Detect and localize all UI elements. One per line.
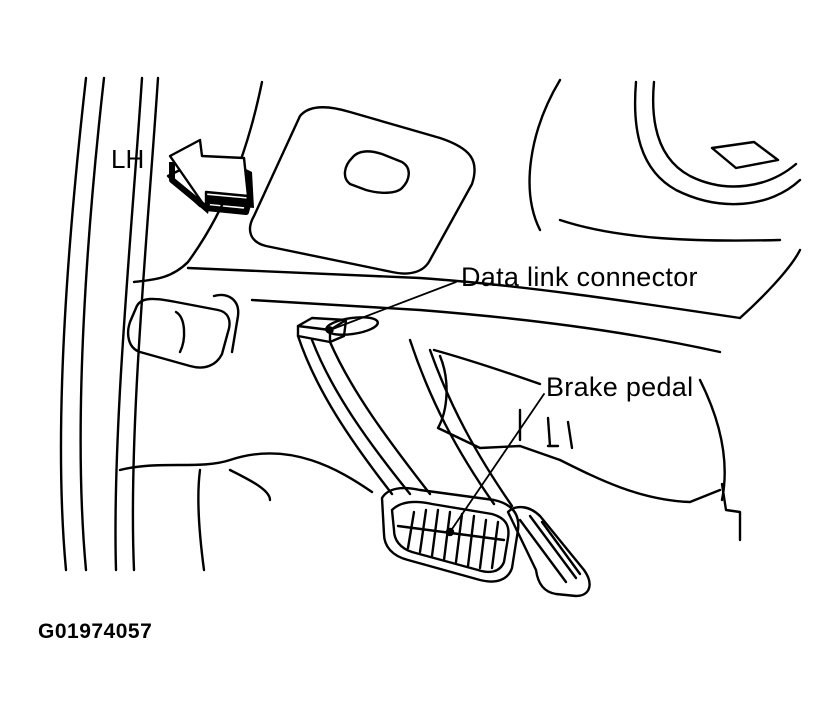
- arrow-up-left-icon: [166, 138, 254, 215]
- floor-area: [118, 348, 742, 572]
- leader-lines: [329, 281, 545, 533]
- data-link-connector: [296, 316, 379, 344]
- brake-pedal-arm: [296, 334, 432, 496]
- dash-panel: [132, 78, 802, 354]
- right-trim: [633, 80, 802, 206]
- direction-label-lh: LH: [111, 144, 145, 174]
- brake-pedal-pad: [380, 486, 520, 583]
- figure-id: G01974057: [38, 620, 153, 643]
- door-frame: [59, 76, 160, 572]
- access-panel: [248, 106, 476, 275]
- brake-pedal-label: Brake pedal: [546, 372, 694, 402]
- accelerator-pedal: [408, 338, 591, 598]
- data-link-connector-label: Data link connector: [461, 262, 698, 292]
- left-trim: [126, 293, 240, 369]
